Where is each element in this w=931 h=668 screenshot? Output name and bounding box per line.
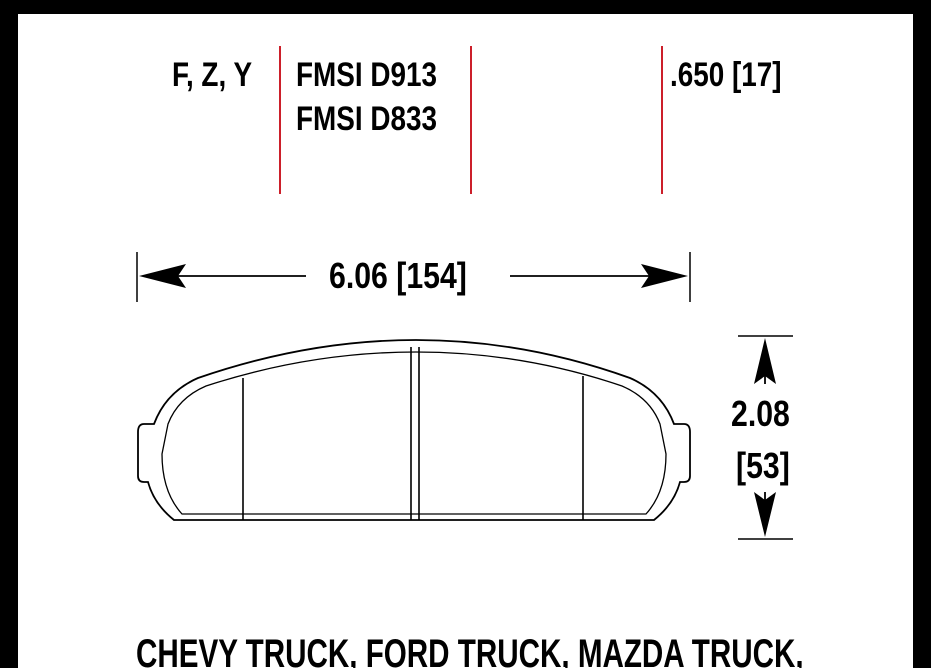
- brake-pad-outline: [137, 339, 691, 521]
- compound-codes: F, Z, Y: [172, 56, 253, 94]
- width-arrowhead-right: [641, 264, 688, 288]
- vehicle-applications: CHEVY TRUCK, FORD TRUCK, MAZDA TRUCK,: [136, 632, 804, 668]
- thickness-label: .650 [17]: [670, 56, 782, 94]
- fmsi-number-2: FMSI D833: [296, 100, 438, 138]
- divider-line-2: [470, 46, 472, 194]
- height-arrowhead-bottom: [754, 492, 776, 537]
- spec-sheet: F, Z, Y FMSI D913 FMSI D833 .650 [17] 6.…: [18, 14, 913, 668]
- fmsi-number-1: FMSI D913: [296, 56, 438, 94]
- height-dimension-mm: [53]: [736, 445, 790, 486]
- height-arrowhead-top: [754, 338, 776, 384]
- divider-line-1: [279, 46, 281, 194]
- height-dimension-inches: 2.08: [731, 393, 790, 434]
- width-dimension-label: 6.06 [154]: [329, 255, 467, 296]
- brake-pad-inner-contour: [161, 351, 667, 515]
- brake-pad-drawing: [136, 252, 793, 540]
- divider-line-3: [661, 46, 663, 194]
- width-arrowhead-left: [139, 264, 186, 288]
